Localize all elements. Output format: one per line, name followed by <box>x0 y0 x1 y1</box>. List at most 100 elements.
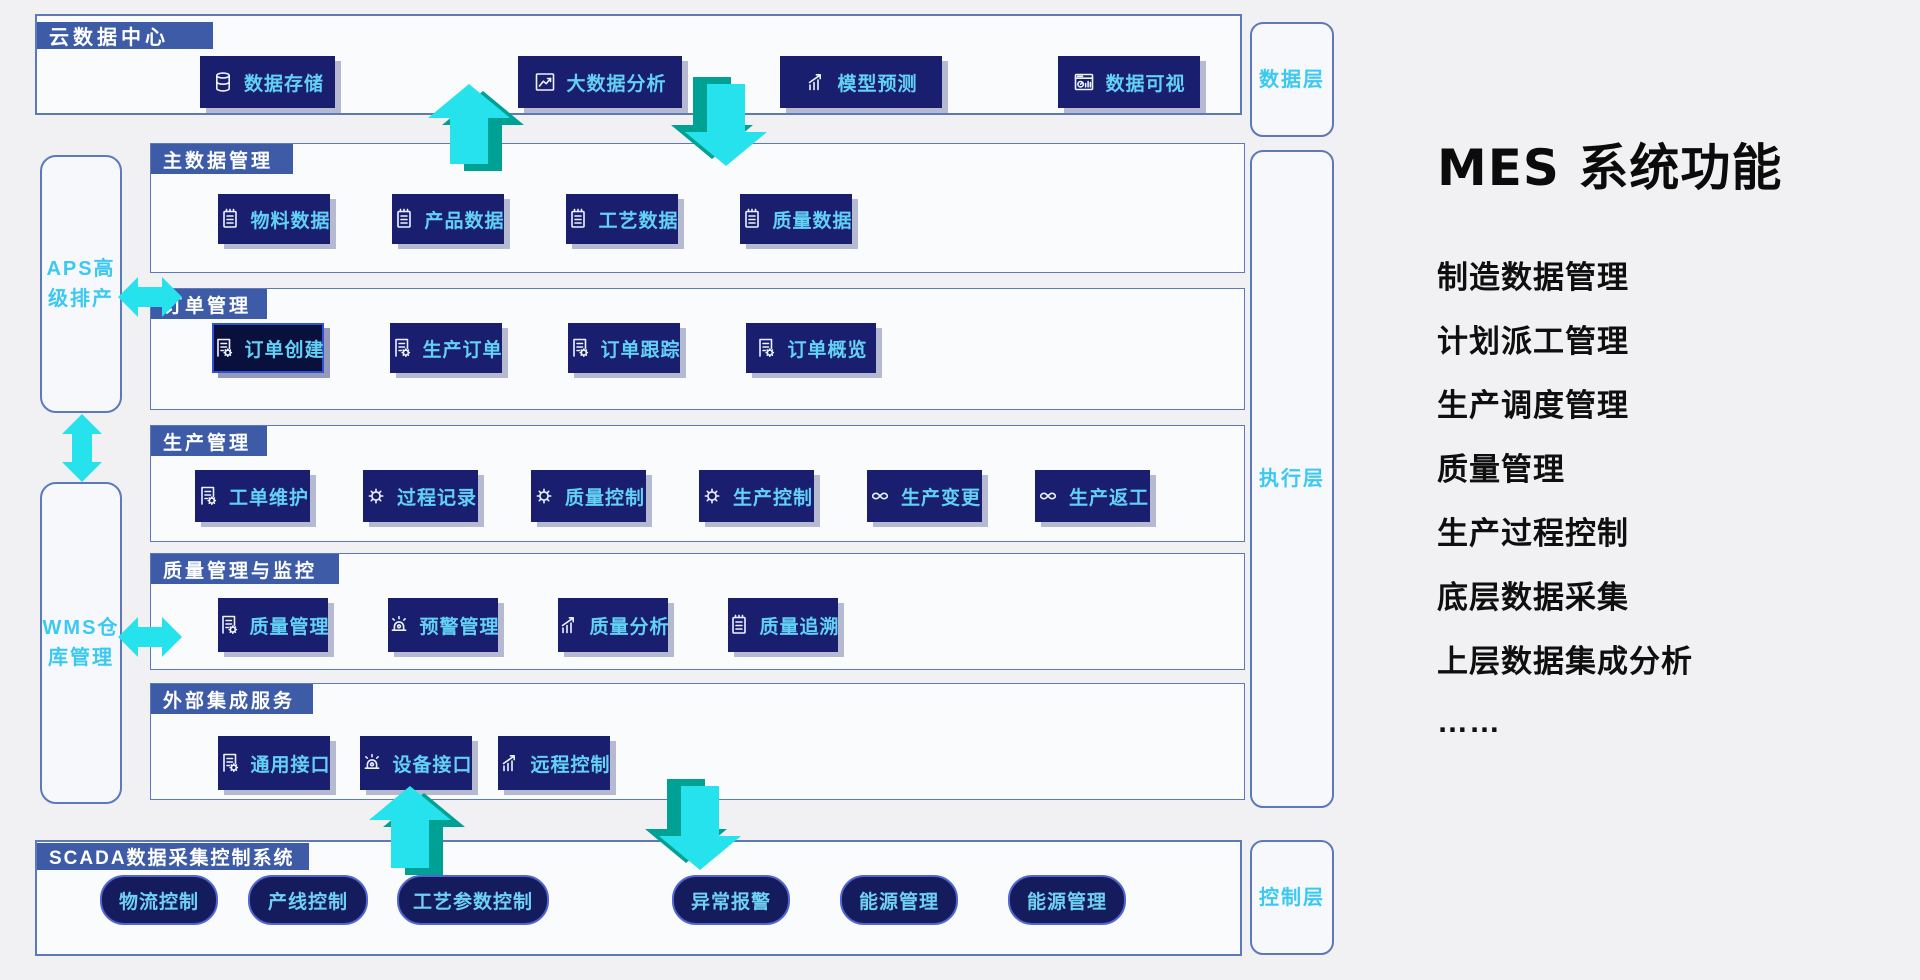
production-management-tab: 生产管理 <box>151 426 267 456</box>
scada-system-tab: SCADA数据采集控制系统 <box>37 843 309 870</box>
data-layer: 数据层 <box>1250 22 1334 137</box>
alert-management[interactable]: 预警管理 <box>387 598 500 652</box>
remote-control[interactable]: 远程控制 <box>498 736 610 790</box>
feature-item: 质量管理 <box>1437 451 1565 487</box>
doc-gear-icon <box>568 336 592 360</box>
line-chart-icon <box>533 70 557 94</box>
aps-system: APS高 级排产 <box>40 155 122 413</box>
button-label: 模型预测 <box>837 73 918 95</box>
button-label: 质量管理 <box>249 616 330 638</box>
button-label: 设备接口 <box>392 754 473 776</box>
general-interface[interactable]: 通用接口 <box>218 736 330 790</box>
bar-chart-icon <box>804 70 828 94</box>
gear-icon <box>364 484 388 508</box>
production-change[interactable]: 生产变更 <box>867 470 982 522</box>
material-data[interactable]: 物料数据 <box>218 194 330 244</box>
quality-analysis[interactable]: 质量分析 <box>557 598 670 652</box>
button-label: 质量追溯 <box>759 616 840 638</box>
big-data-analysis[interactable]: 大数据分析 <box>518 56 682 108</box>
database-icon <box>211 70 235 94</box>
button-label: 数据存储 <box>243 73 324 95</box>
execution-layer-label: 执行层 <box>1259 468 1325 490</box>
quality-control[interactable]: 质量控制 <box>531 470 646 522</box>
button-label: 订单创建 <box>244 339 325 361</box>
abnormal-alarm[interactable]: 异常报警 <box>672 875 790 925</box>
button-label: 生产变更 <box>900 487 981 509</box>
product-data[interactable]: 产品数据 <box>392 194 504 244</box>
gear-icon <box>532 484 556 508</box>
button-label: 生产控制 <box>732 487 813 509</box>
production-control[interactable]: 生产控制 <box>699 470 814 522</box>
bar-chart-icon <box>498 751 522 775</box>
wms-system: WMS仓 库管理 <box>40 482 122 804</box>
button-label: 工艺数据 <box>598 210 679 232</box>
button-label: 数据可视 <box>1105 73 1186 95</box>
order-management-box <box>150 288 1245 410</box>
execution-layer: 执行层 <box>1250 150 1334 808</box>
feature-item: 制造数据管理 <box>1437 259 1629 295</box>
device-interface[interactable]: 设备接口 <box>360 736 472 790</box>
button-label: 过程记录 <box>396 487 477 509</box>
doc-gear-icon <box>212 336 236 360</box>
feature-item: 计划派工管理 <box>1437 323 1629 359</box>
button-label: 工单维护 <box>228 487 309 509</box>
feature-panel: MES 系统功能 制造数据管理计划派工管理生产调度管理质量管理生产过程控制底层数… <box>1437 128 1897 754</box>
infinity-icon <box>1036 484 1060 508</box>
data-visualization[interactable]: 数据可视 <box>1058 56 1200 108</box>
clipboard-icon <box>566 207 590 231</box>
cloud-data-center-tab: 云数据中心 <box>37 22 213 49</box>
model-prediction[interactable]: 模型预测 <box>780 56 942 108</box>
process-record[interactable]: 过程记录 <box>363 470 478 522</box>
alarm-icon <box>387 613 411 637</box>
vertical-double-arrow <box>62 414 102 482</box>
doc-gear-icon <box>217 613 241 637</box>
clipboard-icon <box>392 207 416 231</box>
button-label: 订单跟踪 <box>600 339 681 361</box>
bar-chart-icon <box>557 613 581 637</box>
doc-gear-icon <box>218 751 242 775</box>
clipboard-icon <box>740 207 764 231</box>
button-label: 大数据分析 <box>566 73 667 95</box>
button-label: 远程控制 <box>530 754 611 776</box>
energy-management-2[interactable]: 能源管理 <box>1008 875 1126 925</box>
alarm-icon <box>360 751 384 775</box>
logistics-control[interactable]: 物流控制 <box>100 875 218 925</box>
quality-traceability[interactable]: 质量追溯 <box>727 598 840 652</box>
quality-management[interactable]: 质量管理 <box>217 598 330 652</box>
clipboard-icon <box>218 207 242 231</box>
button-label: 产品数据 <box>424 210 505 232</box>
quality-data[interactable]: 质量数据 <box>740 194 852 244</box>
production-order[interactable]: 生产订单 <box>390 323 502 373</box>
page-title: MES 系统功能 <box>1437 139 1783 197</box>
feature-list: 制造数据管理计划派工管理生产调度管理质量管理生产过程控制底层数据采集上层数据集成… <box>1437 242 1897 754</box>
infinity-icon <box>868 484 892 508</box>
clipboard-icon <box>727 613 751 637</box>
button-label: 生产返工 <box>1068 487 1149 509</box>
button-label: 预警管理 <box>419 616 500 638</box>
control-layer: 控制层 <box>1250 840 1334 955</box>
order-tracking[interactable]: 订单跟踪 <box>568 323 680 373</box>
order-overview[interactable]: 订单概览 <box>746 323 876 373</box>
data-storage[interactable]: 数据存储 <box>200 56 335 108</box>
feature-item: …… <box>1437 704 1501 739</box>
button-label: 质量分析 <box>589 616 670 638</box>
energy-management-1[interactable]: 能源管理 <box>840 875 958 925</box>
production-rework[interactable]: 生产返工 <box>1035 470 1150 522</box>
line-control[interactable]: 产线控制 <box>248 875 368 925</box>
gear-icon <box>700 484 724 508</box>
doc-gear-icon <box>196 484 220 508</box>
aps-system-label: APS高 级排产 <box>46 258 116 310</box>
feature-item: 生产调度管理 <box>1437 387 1629 423</box>
doc-gear-icon <box>390 336 414 360</box>
control-layer-label: 控制层 <box>1259 886 1325 909</box>
order-create[interactable]: 订单创建 <box>212 323 324 373</box>
feature-item: 底层数据采集 <box>1437 579 1629 615</box>
process-data[interactable]: 工艺数据 <box>566 194 678 244</box>
process-parameter-control[interactable]: 工艺参数控制 <box>397 875 549 925</box>
doc-gear-icon <box>754 336 778 360</box>
button-label: 生产订单 <box>422 339 503 361</box>
work-order-maintenance[interactable]: 工单维护 <box>195 470 310 522</box>
dashboard-icon <box>1072 70 1096 94</box>
order-management-tab: 订单管理 <box>151 289 267 319</box>
